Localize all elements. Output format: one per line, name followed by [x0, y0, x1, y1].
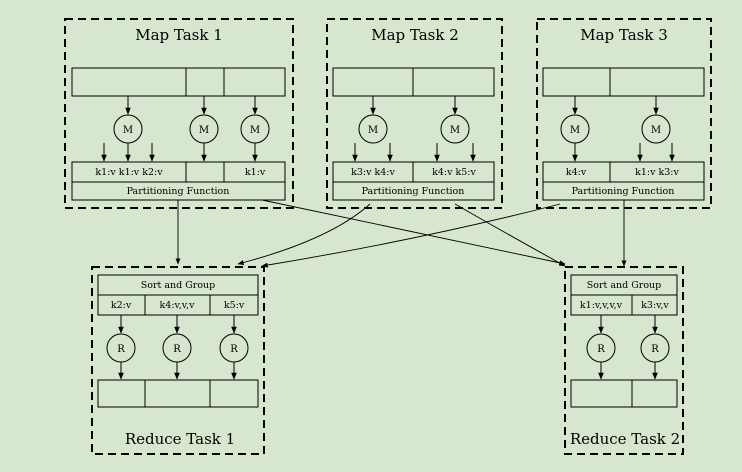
partitioning-function: [542, 181, 705, 201]
mapper-node: M: [440, 114, 470, 144]
svg-text:R: R: [230, 344, 238, 355]
svg-text:M: M: [250, 125, 260, 136]
reducer-node: R: [162, 333, 192, 363]
partitioning-function: [71, 181, 286, 201]
mapper-node: M: [189, 114, 219, 144]
map-task-boundary: [326, 18, 503, 209]
grouped-key-cell: k2:v: [111, 300, 132, 311]
mapper-node: M: [240, 114, 270, 144]
reduce-task-boundary: [564, 266, 684, 455]
map-output-cell: k1:v k1:v k2:v: [95, 167, 163, 178]
svg-text:R: R: [597, 344, 605, 355]
reduce-output: [570, 379, 678, 408]
reducer-node: R: [640, 333, 670, 363]
partitioning-function: [332, 181, 495, 201]
svg-text:M: M: [570, 125, 580, 136]
map-output-cell: k3:v k4:v: [351, 167, 395, 178]
grouped-key-cell: k1:v,v,v,v: [580, 300, 623, 311]
shuffle-arrow: [261, 199, 566, 266]
grouped-key-cell: k4:v,v,v: [160, 300, 196, 311]
reduce-task-boundary: [91, 266, 265, 455]
reducer-node: R: [586, 333, 616, 363]
mapper-node: M: [113, 114, 143, 144]
mapper-node: M: [560, 114, 590, 144]
svg-text:R: R: [651, 344, 659, 355]
reduce-task-title: Reduce Task 2: [570, 430, 680, 448]
partitioning-function-label: Partitioning Function: [362, 186, 465, 197]
map-task-title: Map Task 2: [371, 26, 459, 44]
svg-text:M: M: [651, 125, 661, 136]
partitioning-function-label: Partitioning Function: [127, 186, 230, 197]
svg-text:M: M: [123, 125, 133, 136]
svg-text:R: R: [117, 344, 125, 355]
reducer-node: R: [106, 333, 136, 363]
map-task-title: Map Task 3: [580, 26, 668, 44]
input-split: [542, 67, 705, 97]
sort-and-group-label: Sort and Group: [141, 280, 216, 291]
map-task-title: Map Task 1: [135, 26, 223, 44]
mapper-node: M: [358, 114, 388, 144]
grouped-key-cell: k5:v: [224, 300, 245, 311]
grouped-keys: [570, 294, 678, 316]
shuffle-arrows: [175, 199, 627, 268]
map-output-cell: k4:v k5:v: [432, 167, 476, 178]
map-output-cell: k1:v k3:v: [635, 167, 679, 178]
map-task-3: Map Task 3 M M k4:v k1:v k3:v Partitioni…: [536, 18, 712, 209]
map-output-cell: k4:v: [566, 167, 587, 178]
reduce-task-2: Sort and Group k1:v,v,v,v k3:v,v R R Red…: [564, 266, 684, 455]
reduce-task-1: Sort and Group k2:v k4:v,v,v k5:v R R R …: [91, 266, 265, 455]
svg-text:M: M: [368, 125, 378, 136]
svg-text:M: M: [199, 125, 209, 136]
map-output-cell: k1:v: [245, 167, 266, 178]
map-task-boundary: [64, 18, 294, 209]
partitioning-function-label: Partitioning Function: [572, 186, 675, 197]
grouped-key-cell: k3:v,v: [641, 300, 669, 311]
mapper-node: M: [641, 114, 671, 144]
shuffle-arrow: [237, 203, 371, 266]
svg-text:M: M: [450, 125, 460, 136]
reduce-task-title: Reduce Task 1: [125, 430, 235, 448]
input-split: [71, 67, 286, 97]
map-task-2: Map Task 2 M M k3:v k4:v k4:v k5:v Parti…: [326, 18, 503, 209]
sort-and-group-label: Sort and Group: [587, 280, 662, 291]
map-task-1: Map Task 1 M M M k1:v k1:v k2:v: [64, 18, 294, 209]
shuffle-arrow: [261, 203, 561, 268]
reducer-node: R: [219, 333, 249, 363]
reduce-output: [97, 379, 259, 408]
map-task-boundary: [536, 18, 712, 209]
shuffle-arrow: [454, 203, 566, 267]
grouped-keys: [97, 294, 259, 316]
svg-text:R: R: [173, 344, 181, 355]
